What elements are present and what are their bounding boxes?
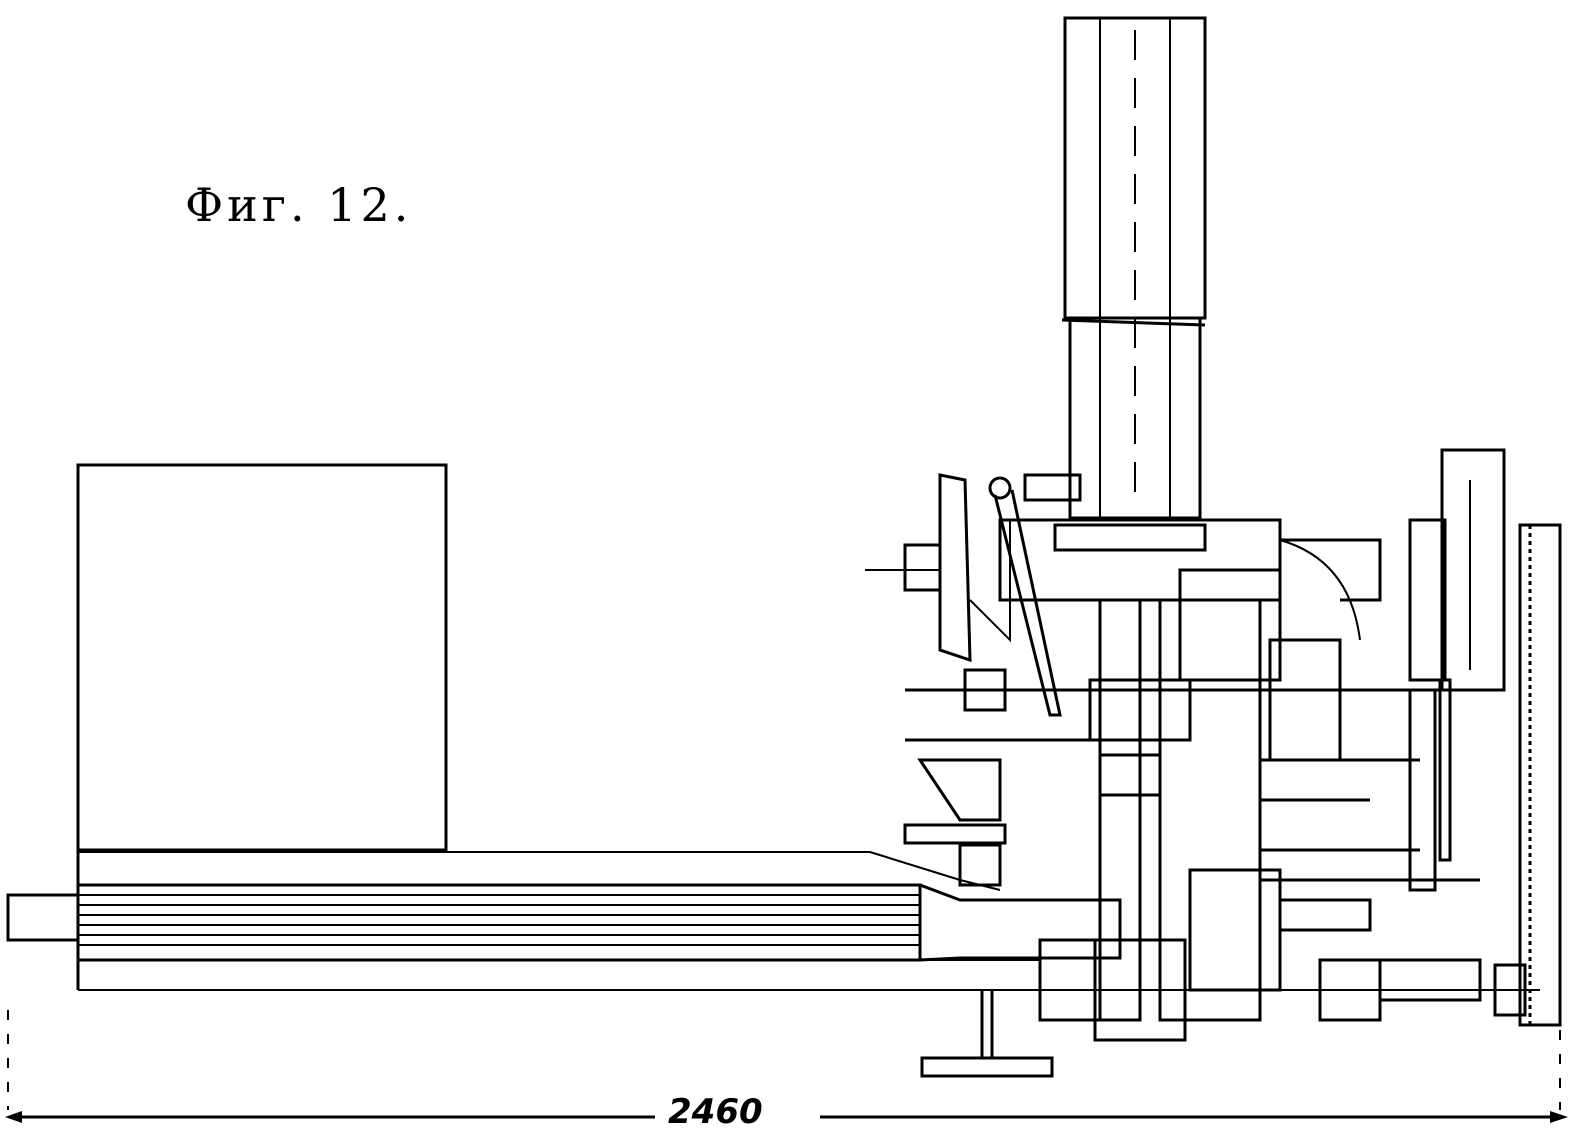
stand [920,990,1054,1078]
pulley [1408,448,1506,692]
dimension-line [5,1010,1568,1123]
barrel [6,883,1122,991]
dimension-label: 2460 [668,1092,763,1132]
vertical-column [1061,16,1207,520]
bevel-gear [938,473,1011,663]
mechanism [865,473,1540,1042]
figure-caption: Фиг. 12. [185,178,413,232]
spur-gear [1493,523,1562,1027]
box [76,463,448,852]
